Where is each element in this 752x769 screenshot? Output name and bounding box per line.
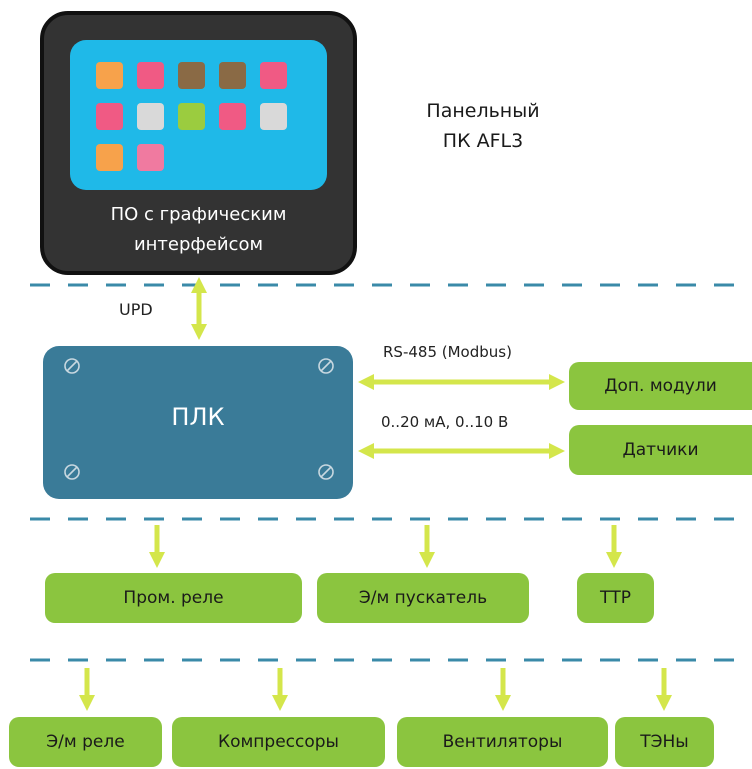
app-tile [96, 144, 123, 171]
app-tile [260, 62, 287, 89]
app-tile [137, 144, 164, 171]
industrial-relay-box: Пром. реле [45, 573, 302, 623]
sensors-box: Датчики [569, 425, 752, 475]
panel-caption-line1: ПО с графическим [110, 204, 287, 225]
screw-bl-icon [64, 464, 80, 480]
app-tile [219, 62, 246, 89]
analog-label: 0..20 мА, 0..10 В [381, 413, 509, 431]
panel-caption: ПО с графическим интерфейсом [42, 200, 355, 260]
app-tile [96, 62, 123, 89]
plc-label: ПЛК [171, 403, 225, 431]
em-starter-box: Э/м пускатель [317, 573, 529, 623]
upd-label: UPD [119, 300, 153, 319]
app-tile [137, 103, 164, 130]
app-tiles [96, 62, 287, 171]
rs485-label: RS-485 (Modbus) [383, 343, 512, 361]
app-tile [178, 62, 205, 89]
app-tile [219, 103, 246, 130]
panel-title: Панельный ПК AFL3 [388, 96, 578, 156]
plc-box [43, 346, 353, 499]
panel-caption-line2: интерфейсом [133, 234, 264, 255]
fans-box: Вентиляторы [397, 717, 608, 767]
screw-br-icon [318, 464, 334, 480]
app-tile [178, 103, 205, 130]
compressors-box: Компрессоры [172, 717, 385, 767]
ssr-box: ТТР [577, 573, 654, 623]
screw-tl-icon [64, 358, 80, 374]
extra-modules-box: Доп. модули [569, 362, 752, 410]
heaters-box: ТЭНы [615, 717, 714, 767]
app-tile [260, 103, 287, 130]
screw-tr-icon [318, 358, 334, 374]
panel-title-line1: Панельный [426, 100, 540, 122]
panel-title-line2: ПК AFL3 [442, 130, 524, 152]
em-relay-box: Э/м реле [9, 717, 162, 767]
app-tile [96, 103, 123, 130]
app-tile [137, 62, 164, 89]
